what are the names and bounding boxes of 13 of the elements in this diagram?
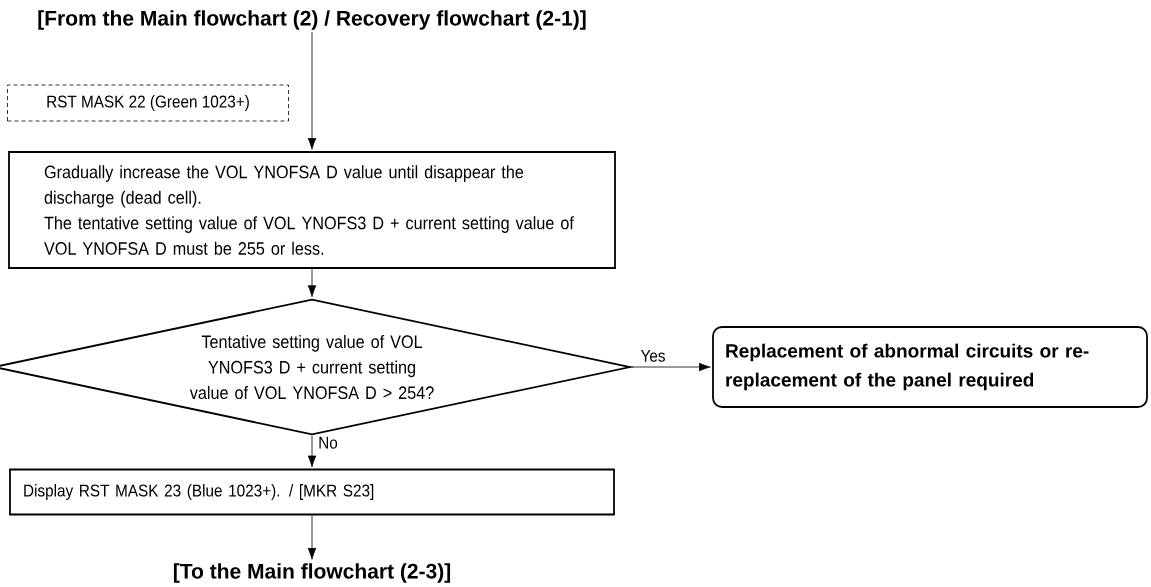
edge-label: No xyxy=(317,435,339,450)
arrow xyxy=(307,31,317,150)
terminal-box: Replacement of abnormal circuits or re-replacement of the panel required xyxy=(712,326,1148,408)
arrow xyxy=(630,362,711,372)
heading-text: [From the Main flowchart (2) / Recovery flowchart (2-1)] xyxy=(38,10,586,30)
arrow xyxy=(307,435,317,468)
edge-label: Yes xyxy=(639,348,667,363)
note-box: RST MASK 22 (Green 1023+) xyxy=(7,84,289,122)
process-box: Display RST MASK 23 (Blue 1023+). / [MKR S23] xyxy=(9,468,615,516)
arrow xyxy=(307,515,317,560)
heading-text: [To the Main flowchart (2-3)] xyxy=(173,563,451,583)
process-box: Gradually increase the VOL YNOFSA D value until disappear the discharge (dead cell). The tentative setting value of VOL YNOFS3 D + current setting value of VOL YNOFSA D must be 255 or less. xyxy=(8,151,616,269)
arrow xyxy=(307,268,317,297)
